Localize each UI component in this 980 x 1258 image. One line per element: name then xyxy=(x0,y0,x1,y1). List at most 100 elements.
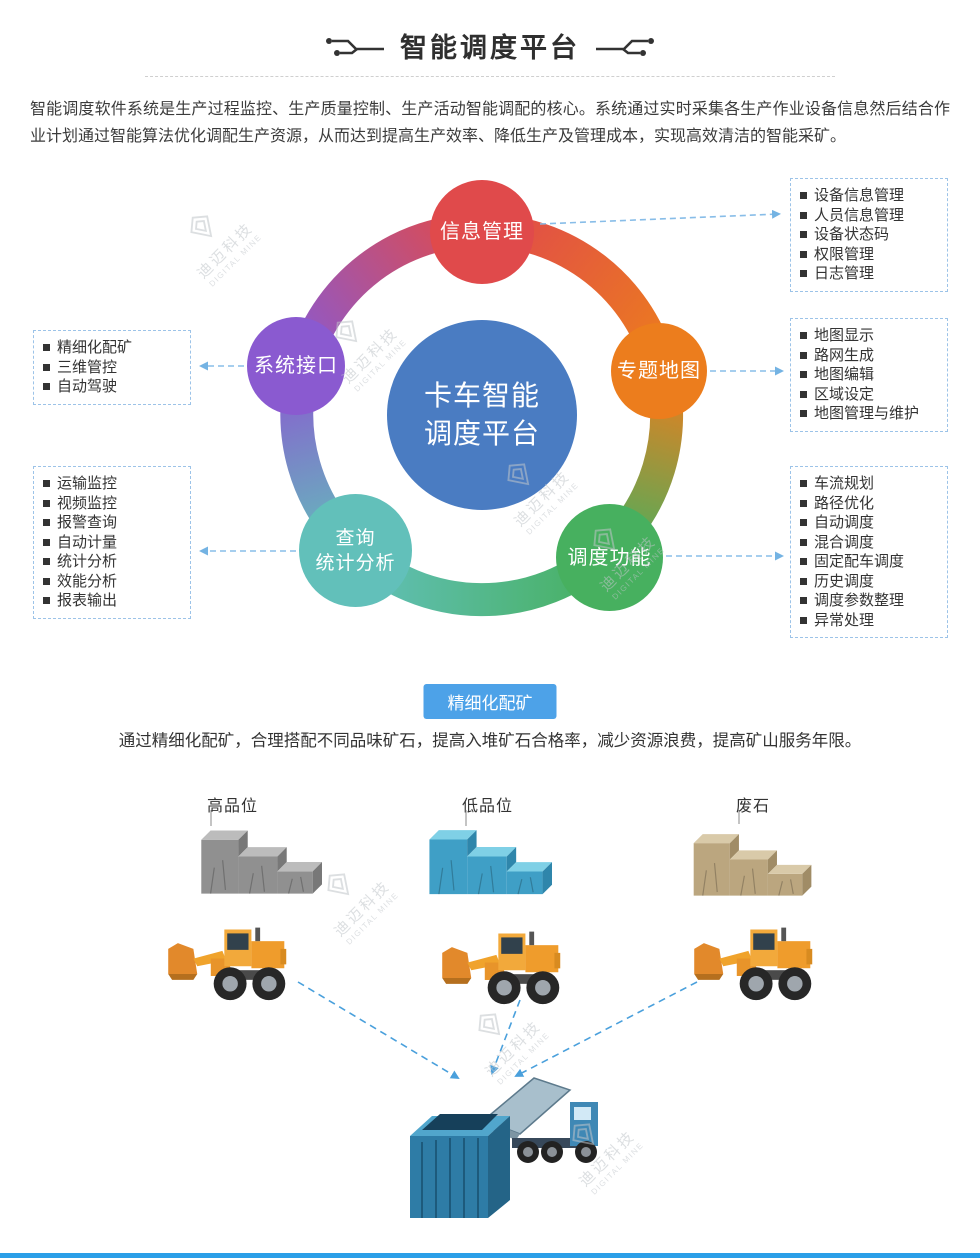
panel-item: 视频监控 xyxy=(43,494,181,514)
panel-item-label: 混合调度 xyxy=(814,533,875,551)
bullet-icon xyxy=(800,558,807,566)
bullet-icon xyxy=(800,211,807,219)
panel-item: 权限管理 xyxy=(800,245,938,265)
node-label-line2: 统计分析 xyxy=(315,552,396,574)
panel-item-label: 视频监控 xyxy=(57,494,118,512)
bullet-icon xyxy=(43,480,50,488)
bullet-icon xyxy=(43,538,50,546)
node-label: 系统接口 xyxy=(254,355,338,377)
header: 智能调度平台 xyxy=(0,26,980,65)
center-label-line1: 卡车智能 xyxy=(423,380,540,411)
page-title: 智能调度平台 xyxy=(400,33,580,63)
wheel-loader-high-grade xyxy=(166,916,302,1005)
bullet-icon xyxy=(800,192,807,200)
title-ornament-left-icon xyxy=(326,37,384,56)
panel-item-label: 人员信息管理 xyxy=(814,206,905,224)
panel-item: 地图编辑 xyxy=(800,365,938,385)
ore-pile-low-grade xyxy=(429,830,552,895)
panel-query-statistics: 运输监控 视频监控 报警查询 自动计量 统计分析 效能分析 报表输出 xyxy=(33,466,191,619)
panel-item: 自动驾驶 xyxy=(43,377,181,397)
bottom-accent-bar xyxy=(0,1253,980,1258)
bullet-icon xyxy=(43,519,50,527)
panel-item-label: 三维管控 xyxy=(57,358,118,376)
diagram-node-info: 信息管理 xyxy=(430,180,534,284)
panel-item-label: 权限管理 xyxy=(814,245,875,263)
panel-item-label: 统计分析 xyxy=(57,553,118,570)
bullet-icon xyxy=(43,499,50,507)
panel-item-label: 自动调度 xyxy=(814,514,875,531)
panel-item: 自动计量 xyxy=(43,533,181,553)
panel-item: 固定配车调度 xyxy=(800,552,938,572)
panel-item: 异常处理 xyxy=(800,611,938,631)
panel-item-label: 异常处理 xyxy=(814,611,875,629)
bullet-icon xyxy=(800,410,807,418)
title-ornament-right-icon xyxy=(596,37,654,56)
intro-text: 智能调度软件系统是生产过程监控、生产质量控制、生产活动智能调配的核心。系统通过实… xyxy=(30,101,950,145)
panel-item-label: 设备信息管理 xyxy=(814,187,905,204)
bullet-icon xyxy=(800,231,807,239)
bullet-icon xyxy=(800,371,807,379)
bullet-icon xyxy=(800,538,807,546)
bullet-icon xyxy=(800,480,807,488)
panel-item-label: 路径优化 xyxy=(814,494,875,512)
panel-item: 地图显示 xyxy=(800,326,938,346)
ore-pile-waste-rock xyxy=(693,834,812,896)
panel-item-label: 自动计量 xyxy=(57,533,118,551)
panel-item: 报表输出 xyxy=(43,591,181,611)
node-label: 信息管理 xyxy=(440,221,524,243)
bullet-icon xyxy=(800,351,807,359)
platform-diagram: 卡车智能 调度平台 信息管理 专题地图 调度功能 查询 统计分析 系统接口 设备… xyxy=(0,170,980,640)
center-label-line2: 调度平台 xyxy=(423,418,540,449)
bullet-icon xyxy=(800,499,807,507)
panel-item-label: 固定配车调度 xyxy=(814,553,905,570)
bullet-icon xyxy=(43,363,50,371)
bullet-icon xyxy=(800,250,807,258)
panel-item-label: 路网生成 xyxy=(814,346,875,364)
bullet-icon xyxy=(800,577,807,585)
panel-item: 报警查询 xyxy=(43,513,181,533)
panel-dispatch-functions: 车流规划 路径优化 自动调度 混合调度 固定配车调度 历史调度 调度参数整理 异… xyxy=(790,466,948,638)
panel-item: 调度参数整理 xyxy=(800,591,938,611)
bullet-icon xyxy=(800,597,807,605)
panel-item: 人员信息管理 xyxy=(800,206,938,226)
feature-badge[interactable]: 精细化配矿 xyxy=(423,684,557,719)
title-divider xyxy=(145,76,835,77)
panel-item-label: 车流规划 xyxy=(814,475,875,492)
panel-item-label: 历史调度 xyxy=(814,572,875,590)
panel-item-label: 调度参数整理 xyxy=(814,592,905,609)
panel-item-label: 地图显示 xyxy=(814,327,875,344)
panel-item: 混合调度 xyxy=(800,533,938,553)
bullet-icon xyxy=(800,332,807,340)
panel-item-label: 区域设定 xyxy=(814,385,875,403)
feature-description: 通过精细化配矿，合理搭配不同品味矿石，提高入堆矿石合格率，减少资源浪费，提高矿山… xyxy=(118,732,862,750)
panel-info-management: 设备信息管理 人员信息管理 设备状态码 权限管理 日志管理 xyxy=(790,178,948,292)
node-label: 调度功能 xyxy=(567,546,652,569)
crusher-illustration xyxy=(410,1077,598,1218)
bullet-icon xyxy=(43,577,50,585)
pile-label-high-grade: 高品位 xyxy=(207,798,259,815)
diagram-node-query: 查询 统计分析 xyxy=(299,494,412,607)
panel-item: 精细化配矿 xyxy=(43,338,181,358)
panel-item: 历史调度 xyxy=(800,572,938,592)
ore-blending-illustration: 高品位 低品位 废石 xyxy=(0,770,980,1235)
diagram-node-interface: 系统接口 xyxy=(247,317,345,415)
wheel-loader-low-grade xyxy=(440,920,576,1009)
panel-item: 区域设定 xyxy=(800,385,938,405)
panel-item: 统计分析 xyxy=(43,552,181,572)
panel-item-label: 地图管理与维护 xyxy=(814,405,920,422)
pile-label-waste-rock: 废石 xyxy=(736,798,771,815)
bullet-icon xyxy=(800,519,807,527)
bullet-icon xyxy=(800,390,807,398)
panel-item: 地图管理与维护 xyxy=(800,404,938,424)
panel-item: 车流规划 xyxy=(800,474,938,494)
panel-item-label: 自动驾驶 xyxy=(57,378,118,395)
panel-item-label: 日志管理 xyxy=(814,265,875,282)
panel-item: 三维管控 xyxy=(43,358,181,378)
node-label-line1: 查询 xyxy=(335,527,376,549)
bullet-icon xyxy=(43,597,50,605)
ore-pile-high-grade xyxy=(201,830,322,894)
diagram-node-dispatch: 调度功能 xyxy=(556,504,663,611)
bullet-icon xyxy=(43,383,50,391)
panel-item-label: 报警查询 xyxy=(57,514,118,531)
